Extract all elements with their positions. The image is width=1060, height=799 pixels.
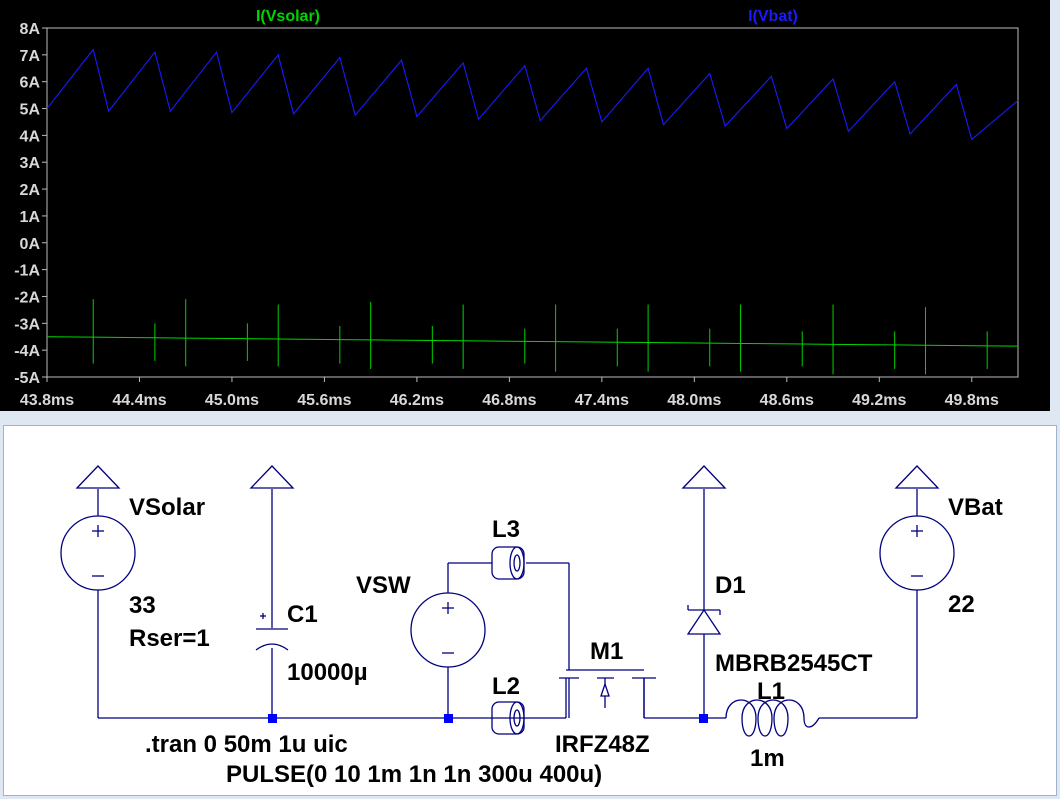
y-tick-label: 8A	[20, 21, 41, 38]
vbat-name-label: VBat	[948, 494, 1003, 521]
schematic-pane[interactable]: VSolar 33 Rser=1 C1 10000µ VSW L3 M1 L2 …	[3, 425, 1057, 796]
plot-area-frame	[46, 27, 1019, 378]
vbat-source[interactable]	[879, 515, 955, 591]
y-tick-label: -5A	[14, 370, 40, 387]
m1-value-label: IRFZ48Z	[555, 731, 650, 758]
pane-edge	[1050, 0, 1060, 425]
legend-series-1[interactable]: I(Vbat)	[748, 8, 798, 25]
y-tick-label: 2A	[20, 182, 41, 199]
x-tick-label: 49.8ms	[945, 392, 999, 409]
y-tick-label: -4A	[14, 343, 40, 360]
d1-diode[interactable]	[686, 605, 722, 635]
pane-splitter[interactable]	[0, 411, 1060, 425]
series-vbat-line	[46, 48, 1019, 141]
l1-inductor[interactable]	[724, 699, 820, 737]
x-tick-label: 48.0ms	[667, 392, 721, 409]
l1-name-label: L1	[757, 678, 785, 705]
c1-capacitor[interactable]	[255, 613, 289, 651]
y-tick-label: 5A	[20, 102, 41, 119]
c1-value-label: 10000µ	[287, 659, 368, 686]
x-tick-label: 45.6ms	[297, 392, 351, 409]
vsolar-name-label: VSolar	[129, 494, 205, 521]
d1-value-label: MBRB2545CT	[715, 650, 873, 677]
c1-name-label: C1	[287, 601, 318, 628]
y-tick-label: -2A	[14, 289, 40, 306]
series-vsolar	[46, 299, 1019, 375]
l3-inductor[interactable]	[491, 546, 525, 580]
y-tick-label: 4A	[20, 128, 41, 145]
l1-value-label: 1m	[750, 745, 785, 772]
y-tick-label: 1A	[20, 209, 41, 226]
vsw-value-label: PULSE(0 10 1m 1n 1n 300u 400u)	[226, 761, 602, 788]
x-tick-label: 45.0ms	[205, 392, 259, 409]
y-tick-label: 0A	[20, 236, 41, 253]
x-tick-label: 49.2ms	[852, 392, 906, 409]
y-tick-label: -3A	[14, 316, 40, 333]
spice-directive[interactable]: .tran 0 50m 1u uic	[145, 731, 348, 758]
l3-name-label: L3	[492, 516, 520, 543]
x-tick-label: 43.8ms	[20, 392, 74, 409]
series-vbat	[46, 48, 1019, 141]
l2-inductor[interactable]	[491, 701, 525, 735]
vsolar-param-label: Rser=1	[129, 625, 210, 652]
vsolar-arrow-icon	[75, 465, 121, 489]
node-dot	[699, 714, 708, 723]
y-tick-label: -1A	[14, 263, 40, 280]
y-tick-label: 6A	[20, 75, 41, 92]
x-tick-label: 47.4ms	[575, 392, 629, 409]
x-tick-label: 46.8ms	[482, 392, 536, 409]
vsw-source[interactable]	[410, 592, 486, 668]
y-tick-label: 3A	[20, 155, 41, 172]
waveform-plot-pane[interactable]: I(Vsolar) I(Vbat) 8A 7A 6A 5A 4A 3A 2A 1A 0A -1A -…	[0, 0, 1050, 411]
supply-symbols	[75, 465, 940, 489]
legend-series-0[interactable]: I(Vsolar)	[256, 8, 320, 25]
vbat-arrow-icon	[894, 465, 940, 489]
nodes	[268, 714, 708, 723]
vsolar-source[interactable]	[60, 515, 136, 591]
x-tick-label: 44.4ms	[112, 392, 166, 409]
node-dot	[268, 714, 277, 723]
l2-name-label: L2	[492, 673, 520, 700]
m1-name-label: M1	[590, 638, 623, 665]
m1-mosfet[interactable]	[559, 677, 656, 718]
x-tick-label: 46.2ms	[390, 392, 444, 409]
c1-arrow-icon	[249, 465, 295, 489]
y-tick-label: 7A	[20, 48, 41, 65]
vsolar-value-label: 33	[129, 592, 156, 619]
d1-name-label: D1	[715, 572, 746, 599]
vsw-name-label: VSW	[356, 572, 411, 599]
series-vsolar-line	[46, 336, 1019, 347]
y-axis: 8A 7A 6A 5A 4A 3A 2A 1A 0A -1A -2A -3A -4A -5A	[14, 21, 47, 387]
x-tick-label: 48.6ms	[760, 392, 814, 409]
d1-arrow-icon	[681, 465, 727, 489]
waveform-chart: I(Vsolar) I(Vbat) 8A 7A 6A 5A 4A 3A 2A 1A 0A -1A -…	[14, 8, 1019, 409]
schematic-canvas: VSolar 33 Rser=1 C1 10000µ VSW L3 M1 L2 …	[60, 465, 1003, 788]
wires	[97, 489, 918, 719]
series-layer	[46, 48, 1019, 375]
x-axis: 43.8ms 44.4ms 45.0ms 45.6ms 46.2ms 46.8ms 47.4…	[20, 377, 999, 409]
node-dot	[444, 714, 453, 723]
vbat-value-label: 22	[948, 591, 975, 618]
